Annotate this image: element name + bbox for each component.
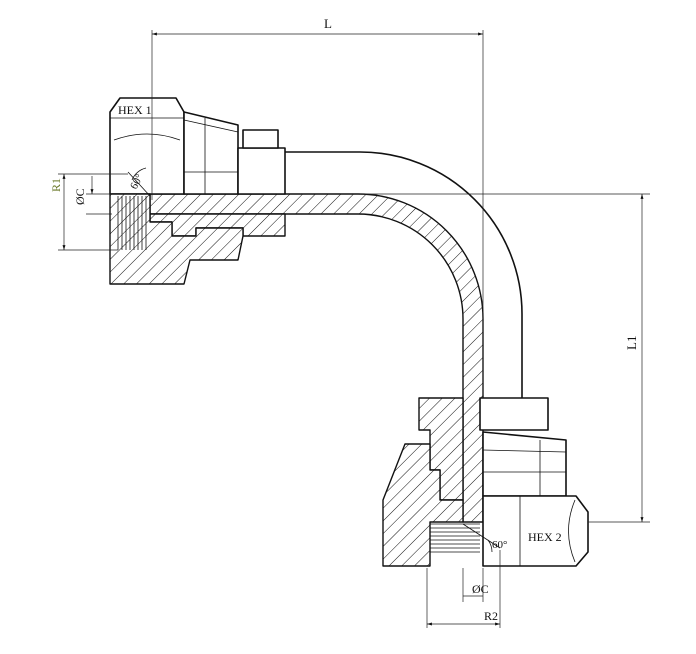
- dimension-L1: [360, 193, 650, 523]
- dimension-diameter-top: [86, 176, 112, 215]
- bottom-cone-angle: [462, 523, 501, 553]
- elbow-tube-outline: [285, 151, 523, 398]
- label-L: L: [324, 16, 332, 31]
- label-hex-1: HEX 1: [118, 103, 152, 117]
- label-R1: R1: [49, 178, 63, 192]
- top-cone-angle: [127, 167, 151, 197]
- bottom-thread: [430, 523, 480, 553]
- dimension-L: [151, 30, 484, 395]
- label-diameter-bottom: ØC: [472, 582, 489, 596]
- tube-section: [149, 193, 484, 523]
- label-R2: R2: [484, 609, 498, 623]
- dimension-R2: [426, 550, 501, 628]
- dimension-diameter-bottom: [462, 568, 484, 602]
- label-diameter-top: ØC: [73, 188, 87, 205]
- label-L1: L1: [624, 336, 639, 350]
- label-hex-2: HEX 2: [528, 530, 562, 544]
- top-nut: [109, 97, 286, 285]
- bottom-nut: [382, 397, 589, 567]
- label-angle-bottom: 60°: [492, 539, 507, 551]
- top-thread: [117, 196, 147, 250]
- dimension-R1: [58, 173, 128, 251]
